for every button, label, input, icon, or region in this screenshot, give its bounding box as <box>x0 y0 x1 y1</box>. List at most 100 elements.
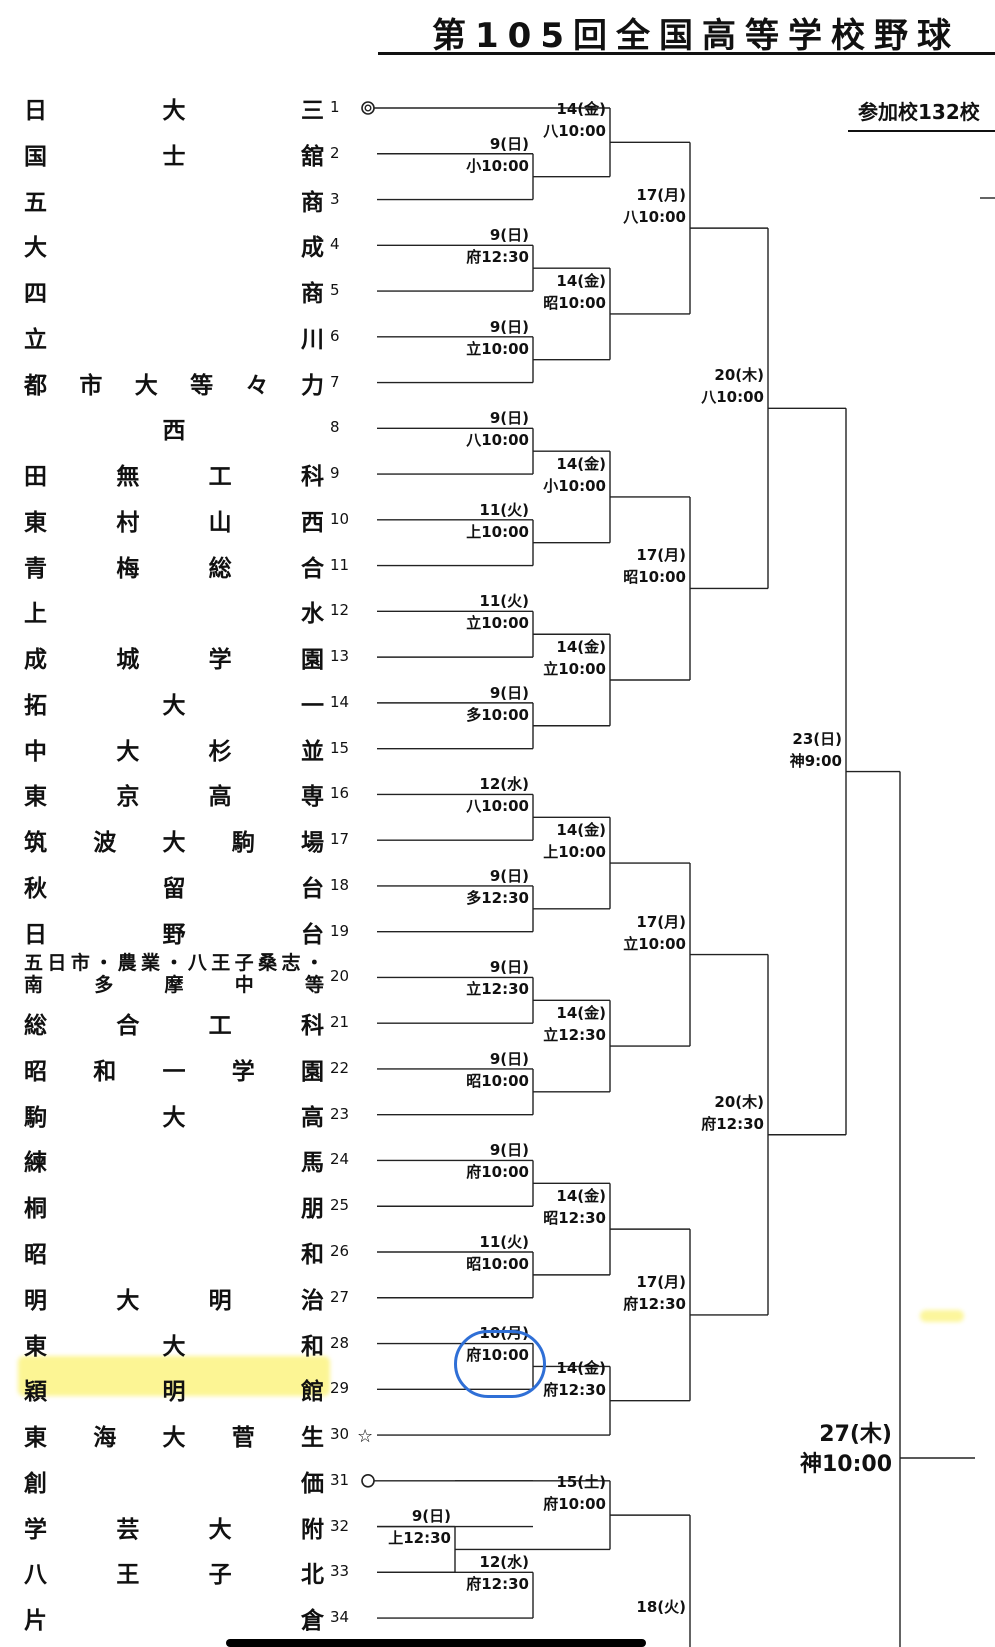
match-time: 立10:00 <box>466 614 529 633</box>
team-name-line-2: 南多摩中等 <box>24 974 324 997</box>
match-label: 20(木) 八10:00 <box>701 364 764 408</box>
team-row: 大成 4 <box>24 222 340 268</box>
home-indicator <box>226 1639 646 1647</box>
team-name: 昭和 <box>24 1242 324 1268</box>
match-label: 14(金)上10:00 <box>543 819 606 863</box>
double-circle-mark-icon <box>361 101 375 115</box>
match-label: 14(金)八10:00 <box>543 98 606 142</box>
team-number: 21 <box>330 1013 350 1032</box>
team-number: 17 <box>330 830 350 849</box>
team-name: 五商 <box>24 189 324 216</box>
team-name: 昭和一学園 <box>24 1058 324 1085</box>
match-label: 9(日)府12:30 <box>466 224 529 268</box>
match-label: 18(火) <box>636 1596 686 1618</box>
match-time: 昭10:00 <box>623 568 686 587</box>
match-date: 14(金) <box>556 1358 606 1377</box>
match-time: 神9:00 <box>789 751 842 770</box>
team-number: 23 <box>330 1104 350 1123</box>
match-time: 上10:00 <box>543 843 606 862</box>
match-label: 15(土)府10:00 <box>543 1471 606 1515</box>
team-name: 明大明治 <box>24 1287 324 1314</box>
match-date: 14(金) <box>556 454 606 473</box>
team-number: 31 <box>330 1470 350 1489</box>
team-name: 四商 <box>24 281 324 308</box>
match-date: 9(日) <box>489 958 529 977</box>
team-number: 10 <box>330 509 350 528</box>
team-number: 11 <box>330 555 350 574</box>
match-time: 小10:00 <box>543 476 606 495</box>
match-time: 八10:00 <box>466 431 529 450</box>
team-row: 日野台 19 <box>24 909 349 955</box>
match-time: 小10:00 <box>466 156 529 175</box>
match-date: 11(火) <box>479 500 529 519</box>
team-number: 20 <box>330 967 350 986</box>
match-label: 9(日)多10:00 <box>466 682 529 726</box>
team-number: 29 <box>330 1379 350 1398</box>
team-number: 28 <box>330 1333 350 1352</box>
circle-mark-icon <box>361 1474 375 1488</box>
star-mark-icon: ☆ <box>357 1426 373 1447</box>
match-date: 15(土) <box>556 1473 606 1492</box>
team-number: 3 <box>330 189 340 208</box>
page-title: 第105回全国高等学校野球 <box>432 16 960 56</box>
match-time: 立10:00 <box>623 934 686 953</box>
team-name: 大成 <box>24 235 324 262</box>
team-name: 成城学園 <box>24 647 324 674</box>
match-time: 府12:30 <box>701 1114 764 1133</box>
match-label: 17(月)府12:30 <box>623 1271 686 1315</box>
match-date: 20(木) <box>714 366 764 385</box>
team-name: 桐朋 <box>24 1196 324 1223</box>
team-name: 秋留台 <box>24 875 324 902</box>
team-name: 穎明館 <box>24 1379 324 1406</box>
match-time: 八10:00 <box>701 388 764 407</box>
match-date: 9(日) <box>489 226 529 245</box>
match-label: 17(月) 昭10:00 <box>623 544 686 588</box>
match-date: 12(水) <box>479 775 529 794</box>
match-time: 府10:00 <box>466 1163 529 1182</box>
team-name: 東村山西 <box>24 509 324 536</box>
team-number: 9 <box>330 464 340 483</box>
team-number: 33 <box>330 1562 350 1581</box>
team-name: 西 <box>162 418 186 445</box>
team-row: 学芸大附 32 <box>24 1504 349 1550</box>
match-date: 14(金) <box>556 1187 606 1206</box>
match-label: 11(火)上10:00 <box>466 499 529 543</box>
team-number: 4 <box>330 235 340 254</box>
match-date: 14(金) <box>556 638 606 656</box>
team-name: 日野台 <box>24 921 324 948</box>
match-date: 14(金) <box>556 271 606 290</box>
match-date: 9(日) <box>489 866 529 885</box>
team-name: 都市大等々力 <box>24 372 324 399</box>
team-number: 26 <box>330 1242 350 1260</box>
team-name: 日大三 <box>24 98 324 124</box>
match-date: 17(月) <box>636 546 686 565</box>
match-time: 立10:00 <box>543 660 606 678</box>
team-name: 学芸大附 <box>24 1516 324 1543</box>
match-time: 昭10:00 <box>466 1254 529 1273</box>
team-name: 東京高専 <box>24 784 324 811</box>
team-number: 19 <box>330 921 350 940</box>
match-time: 府12:30 <box>623 1294 686 1313</box>
match-label: 9(日)多12:30 <box>466 865 529 909</box>
match-label: 17(月)八10:00 <box>623 184 686 228</box>
match-label: 14(金)府12:30 <box>543 1357 606 1401</box>
team-number: 32 <box>330 1516 350 1535</box>
match-label: 9(日)立12:30 <box>466 956 529 1000</box>
match-label: 14(金)立12:30 <box>543 1002 606 1046</box>
annotation-circle <box>454 1330 546 1398</box>
team-number: 30 <box>330 1425 350 1444</box>
highlight-marker-stray <box>920 1310 964 1322</box>
